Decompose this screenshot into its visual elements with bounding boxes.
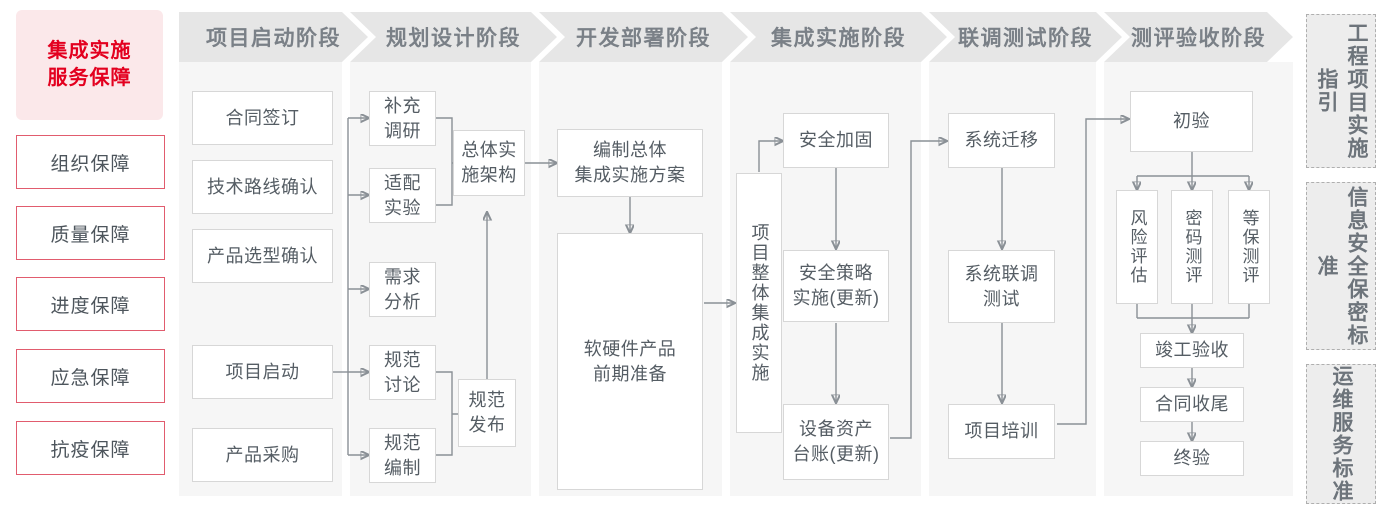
guarantee-rail: 集成实施 服务保障 组织保障 质量保障 进度保障 应急保障 抗疫保障: [16, 10, 165, 505]
node-asset-ledger-l1: 设备资产: [799, 419, 873, 439]
node-adaptation-experiment[interactable]: 适配 实验: [369, 168, 436, 223]
stage-header-deploy[interactable]: 开发部署阶段: [539, 12, 748, 62]
node-grade-protection-evaluation[interactable]: 等保测评: [1228, 190, 1270, 304]
node-risk-assessment[interactable]: 风险评估: [1116, 190, 1158, 304]
node-final-acceptance[interactable]: 终验: [1140, 441, 1244, 476]
node-supplementary-research[interactable]: 补充 调研: [369, 91, 436, 146]
node-spec-discussion-l2: 讨论: [384, 374, 421, 395]
rail-title-card: 集成实施 服务保障: [16, 10, 163, 120]
rail-title-line1: 集成实施: [47, 40, 132, 62]
node-spec-drafting-l2: 编制: [384, 457, 421, 478]
stage-header-start[interactable]: 项目启动阶段: [179, 12, 368, 62]
node-supplementary-research-l1: 补充: [384, 95, 421, 116]
rail-title-line2: 服务保障: [47, 67, 132, 89]
node-requirement-analysis-l1: 需求: [384, 266, 421, 287]
standard-infosec-confidentiality[interactable]: 信息安全保密标准: [1306, 182, 1376, 350]
node-prepare-overall-integration-plan[interactable]: 编制总体 集成实施方案: [557, 129, 703, 197]
stage-header-joint[interactable]: 联调测试阶段: [929, 12, 1122, 62]
node-spec-release[interactable]: 规范 发布: [458, 379, 516, 447]
rail-item-emergency[interactable]: 应急保障: [16, 349, 165, 403]
standard-om-service[interactable]: 运维服务标准: [1306, 364, 1376, 504]
node-system-migration[interactable]: 系统迁移: [948, 113, 1055, 168]
stage-header-start-label: 项目启动阶段: [206, 27, 341, 50]
stage-header-plan[interactable]: 规划设计阶段: [350, 12, 557, 62]
node-spec-release-l2: 发布: [468, 415, 506, 435]
node-spec-drafting-l1: 规范: [384, 432, 421, 453]
standard-engineering-guideline[interactable]: 工程项目实施指引: [1306, 14, 1376, 168]
node-security-hardening[interactable]: 安全加固: [783, 113, 889, 168]
node-security-policy-l2: 实施(更新): [792, 288, 880, 308]
node-spec-discussion-l1: 规范: [384, 349, 421, 370]
node-asset-ledger-l2: 台账(更新): [792, 444, 880, 464]
rail-item-schedule[interactable]: 进度保障: [16, 277, 165, 331]
node-system-joint-test-l1: 系统联调: [964, 263, 1039, 284]
node-product-procurement[interactable]: 产品采购: [192, 428, 333, 482]
node-spec-discussion[interactable]: 规范 讨论: [369, 345, 436, 400]
node-preliminary-acceptance[interactable]: 初验: [1130, 91, 1253, 152]
standard-infosec-confidentiality-label: 信息安全保密标准: [1315, 185, 1368, 347]
stage-header-deploy-label: 开发部署阶段: [576, 27, 711, 50]
node-project-kickoff[interactable]: 项目启动: [192, 345, 333, 399]
node-hardware-software-preparation[interactable]: 软硬件产品 前期准备: [557, 233, 703, 490]
stage-header-integ-label: 集成实施阶段: [771, 27, 906, 50]
node-system-joint-test[interactable]: 系统联调 测试: [948, 250, 1055, 323]
node-hw-sw-prep-l2: 前期准备: [593, 363, 667, 384]
stage-header-joint-label: 联调测试阶段: [958, 27, 1093, 50]
node-integration-plan-l1: 编制总体: [593, 140, 667, 160]
node-system-joint-test-l2: 测试: [983, 288, 1020, 309]
rail-item-epidemic[interactable]: 抗疫保障: [16, 421, 165, 475]
standard-engineering-guideline-label: 工程项目实施指引: [1315, 22, 1368, 160]
node-requirement-analysis[interactable]: 需求 分析: [369, 262, 436, 317]
node-security-policy-l1: 安全策略: [799, 263, 873, 283]
node-product-selection-confirm[interactable]: 产品选型确认: [192, 229, 333, 283]
node-completion-acceptance[interactable]: 竣工验收: [1140, 333, 1244, 368]
node-overall-implementation-architecture[interactable]: 总体实 施架构: [453, 130, 525, 196]
node-overall-project-integration[interactable]: 项目整体集成实施: [736, 173, 782, 433]
node-adaptation-experiment-l1: 适配: [384, 172, 421, 193]
node-requirement-analysis-l2: 分析: [384, 291, 421, 312]
node-contract-closeout[interactable]: 合同收尾: [1140, 387, 1244, 422]
node-asset-ledger-update[interactable]: 设备资产 台账(更新): [783, 404, 889, 480]
node-spec-drafting[interactable]: 规范 编制: [369, 428, 436, 483]
node-adaptation-experiment-l2: 实验: [384, 197, 421, 218]
rail-item-organization[interactable]: 组织保障: [16, 135, 165, 189]
node-cryptography-evaluation[interactable]: 密码测评: [1171, 190, 1213, 304]
node-integration-plan-l2: 集成实施方案: [574, 165, 686, 185]
node-security-policy-implementation[interactable]: 安全策略 实施(更新): [783, 250, 889, 322]
node-contract-signing[interactable]: 合同签订: [192, 91, 333, 145]
node-overall-architecture-l1: 总体实: [461, 140, 517, 160]
node-project-training[interactable]: 项目培训: [948, 404, 1055, 459]
node-supplementary-research-l2: 调研: [384, 120, 421, 141]
rail-item-quality[interactable]: 质量保障: [16, 206, 165, 260]
stage-header-integ[interactable]: 集成实施阶段: [730, 12, 947, 62]
node-hw-sw-prep-l1: 软硬件产品: [583, 338, 677, 359]
node-tech-route-confirm[interactable]: 技术路线确认: [192, 160, 333, 214]
stage-header-accept[interactable]: 测评验收阶段: [1104, 12, 1293, 62]
stage-header-accept-label: 测评验收阶段: [1131, 27, 1266, 50]
stage-header-plan-label: 规划设计阶段: [386, 27, 521, 50]
standard-om-service-label: 运维服务标准: [1330, 365, 1353, 503]
node-overall-architecture-l2: 施架构: [461, 165, 517, 185]
node-spec-release-l1: 规范: [468, 390, 506, 410]
